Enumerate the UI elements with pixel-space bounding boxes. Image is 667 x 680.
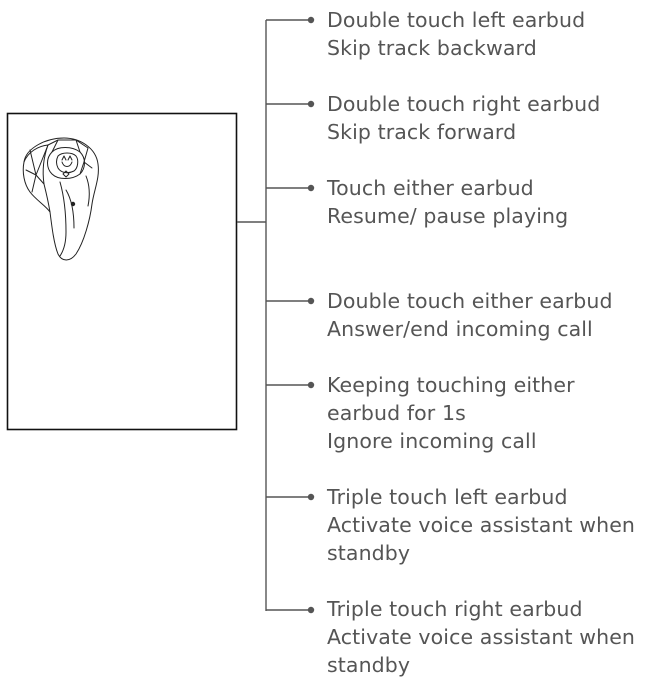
bullet-dot: [307, 493, 315, 501]
bullet-dot: [307, 606, 315, 614]
gesture-label-line: Keeping touching either: [327, 373, 575, 397]
bullet-dot: [307, 184, 315, 192]
gesture-label-line: Triple touch right earbud: [327, 597, 583, 621]
gesture-label-line: Answer/end incoming call: [327, 317, 593, 341]
gesture-label-line: Double touch right earbud: [327, 92, 601, 116]
gesture-label-line: Double touch left earbud: [327, 8, 586, 32]
earbud-image-frame: [6, 112, 238, 431]
gesture-label-line: Skip track backward: [327, 36, 537, 60]
gesture-label-line: Touch either earbud: [327, 176, 534, 200]
gesture-label-line: earbud for 1s: [327, 401, 466, 425]
earbud-icon: [22, 137, 99, 261]
callout-bracket: [237, 20, 267, 611]
gesture-label-line: Activate voice assistant when: [327, 625, 636, 649]
gesture-label-line: Resume/ pause playing: [327, 204, 569, 228]
bullet-dot: [307, 16, 315, 24]
gesture-label-line: Ignore incoming call: [327, 429, 537, 453]
bullet-dot: [307, 100, 315, 108]
gesture-label-line: standby: [327, 653, 411, 677]
gesture-label-line: Skip track forward: [327, 120, 517, 144]
branch-layer: [266, 16, 315, 614]
gesture-label-line: standby: [327, 541, 411, 565]
gesture-label-line: Activate voice assistant when: [327, 513, 636, 537]
gesture-label: Keeping touching either earbud for 1s Igno…: [327, 371, 663, 455]
gesture-label-line: Double touch either earbud: [327, 289, 613, 313]
bullet-dot: [307, 297, 315, 305]
gesture-label-line: Triple touch left earbud: [327, 485, 568, 509]
bullet-dot: [307, 381, 315, 389]
